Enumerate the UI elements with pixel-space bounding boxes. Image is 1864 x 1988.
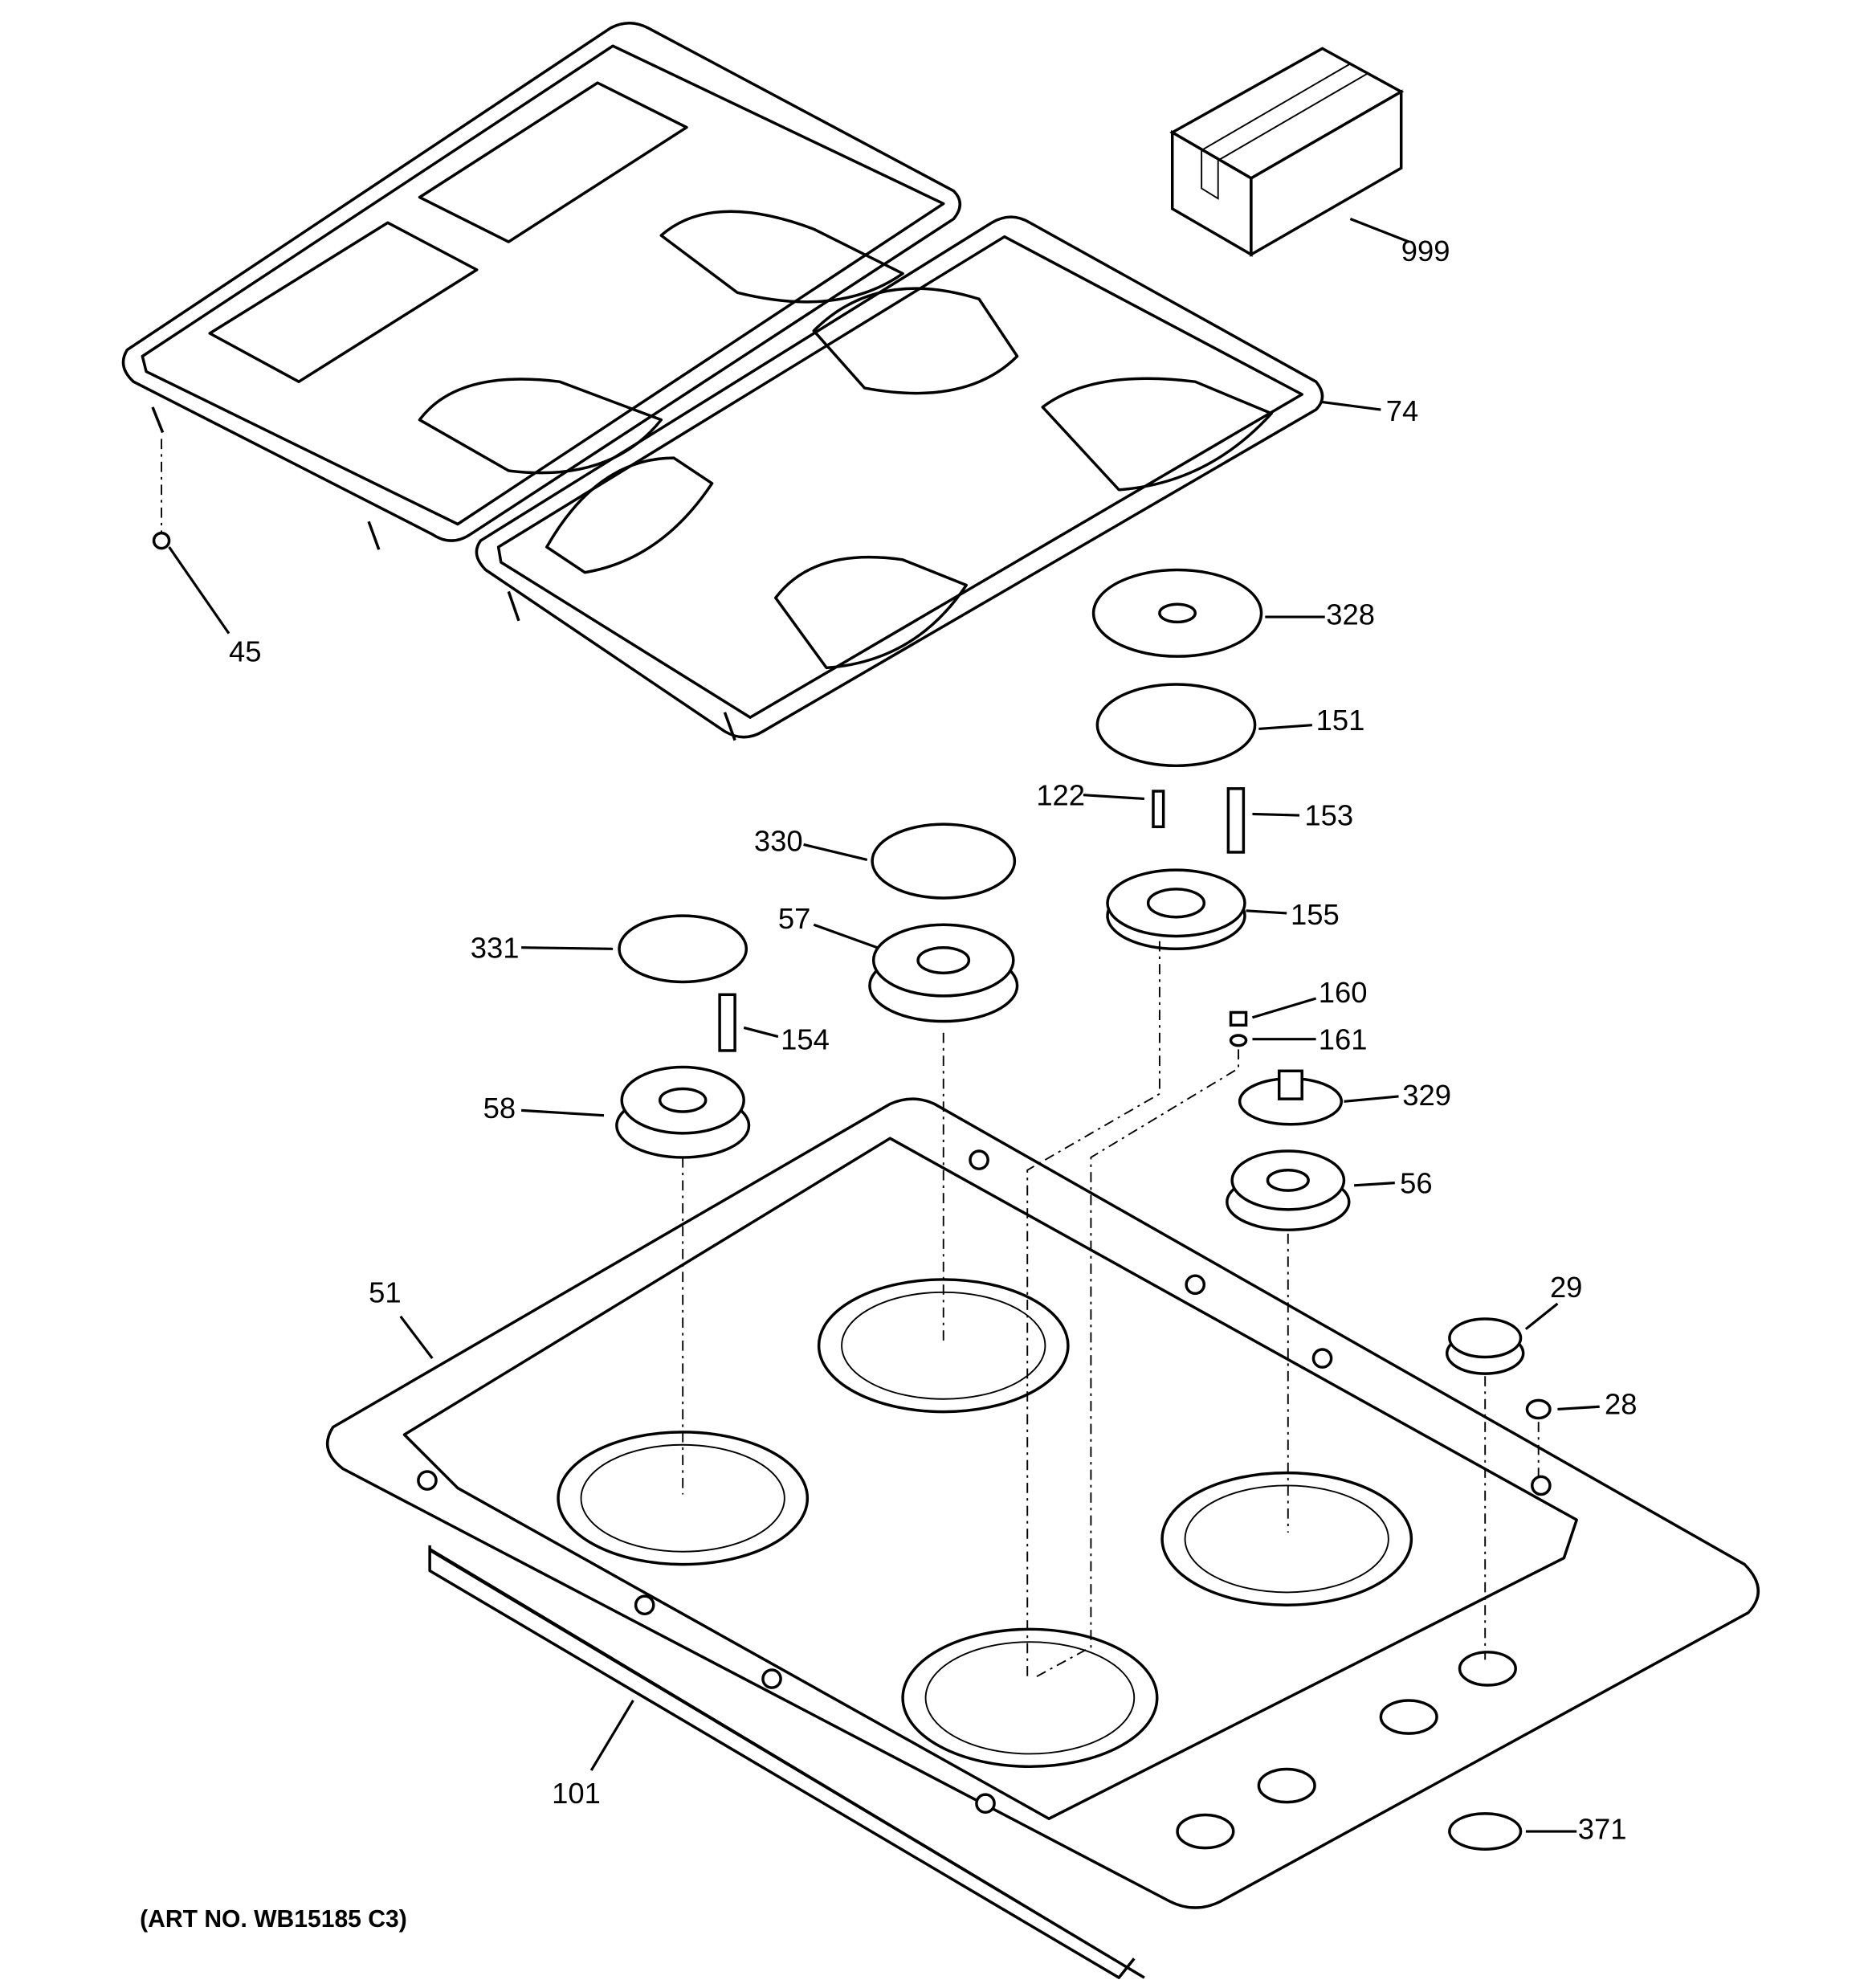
part-label-999: 999 <box>1401 235 1450 267</box>
art-number: (ART NO. WB15185 C3) <box>140 1906 407 1933</box>
cooktop-51 <box>326 1097 1760 1979</box>
part-label-331: 331 <box>471 931 520 964</box>
part-label-153: 153 <box>1304 799 1353 832</box>
leader-line <box>399 1315 434 1360</box>
leader-line <box>1246 909 1287 915</box>
leader-line <box>1524 1302 1559 1330</box>
burner-cap-151 <box>1095 683 1257 768</box>
burner-head-57 <box>868 923 1019 1023</box>
package-box <box>1169 47 1405 257</box>
leader-line <box>743 1026 779 1039</box>
leader-line <box>521 1108 605 1117</box>
part-label-330: 330 <box>754 824 803 857</box>
part-label-29: 29 <box>1550 1271 1583 1304</box>
grommet-371 <box>1448 1812 1523 1851</box>
burner-base-155 <box>1106 787 1246 951</box>
part-label-51: 51 <box>369 1276 402 1308</box>
leader-line <box>803 843 868 862</box>
leader-line <box>1557 1405 1600 1411</box>
burner-head-56 <box>1226 1149 1351 1231</box>
part-label-154: 154 <box>781 1023 830 1055</box>
part-label-28: 28 <box>1605 1388 1638 1421</box>
burner-grate-left <box>121 21 962 550</box>
part-label-57: 57 <box>778 902 811 935</box>
part-label-101: 101 <box>552 1777 601 1810</box>
part-label-45: 45 <box>229 635 261 667</box>
burner-head-58 <box>615 993 751 1159</box>
part-label-58: 58 <box>483 1092 516 1125</box>
leader-line <box>1349 218 1409 243</box>
leader-line <box>1354 1182 1395 1187</box>
burner-cap-330 <box>871 823 1017 900</box>
part-label-329: 329 <box>1402 1079 1451 1112</box>
leader-line <box>1344 1095 1399 1103</box>
part-label-74: 74 <box>1386 394 1419 427</box>
burner-head-329 <box>1238 1069 1344 1126</box>
burner-grate-right <box>475 215 1324 741</box>
part-label-328: 328 <box>1326 598 1375 631</box>
leader-line <box>1322 400 1381 411</box>
part-label-56: 56 <box>1400 1166 1433 1199</box>
leader-line <box>813 923 878 949</box>
part-label-371: 371 <box>1578 1813 1627 1846</box>
part-label-160: 160 <box>1319 976 1368 1009</box>
leader-line <box>589 1700 634 1771</box>
leader-line <box>1252 812 1300 817</box>
leader-line <box>168 546 230 635</box>
control-knob <box>1445 1317 1525 1375</box>
leader-line <box>1252 997 1317 1019</box>
part-label-161: 161 <box>1319 1023 1368 1055</box>
burner-cap-331 <box>618 914 748 984</box>
part-label-155: 155 <box>1291 898 1340 931</box>
part-label-151: 151 <box>1316 704 1365 737</box>
leader-line <box>521 946 614 950</box>
leader-line <box>1083 794 1144 801</box>
grate-foot <box>152 531 171 550</box>
part-label-122: 122 <box>1036 778 1085 811</box>
leader-line <box>1258 724 1312 730</box>
